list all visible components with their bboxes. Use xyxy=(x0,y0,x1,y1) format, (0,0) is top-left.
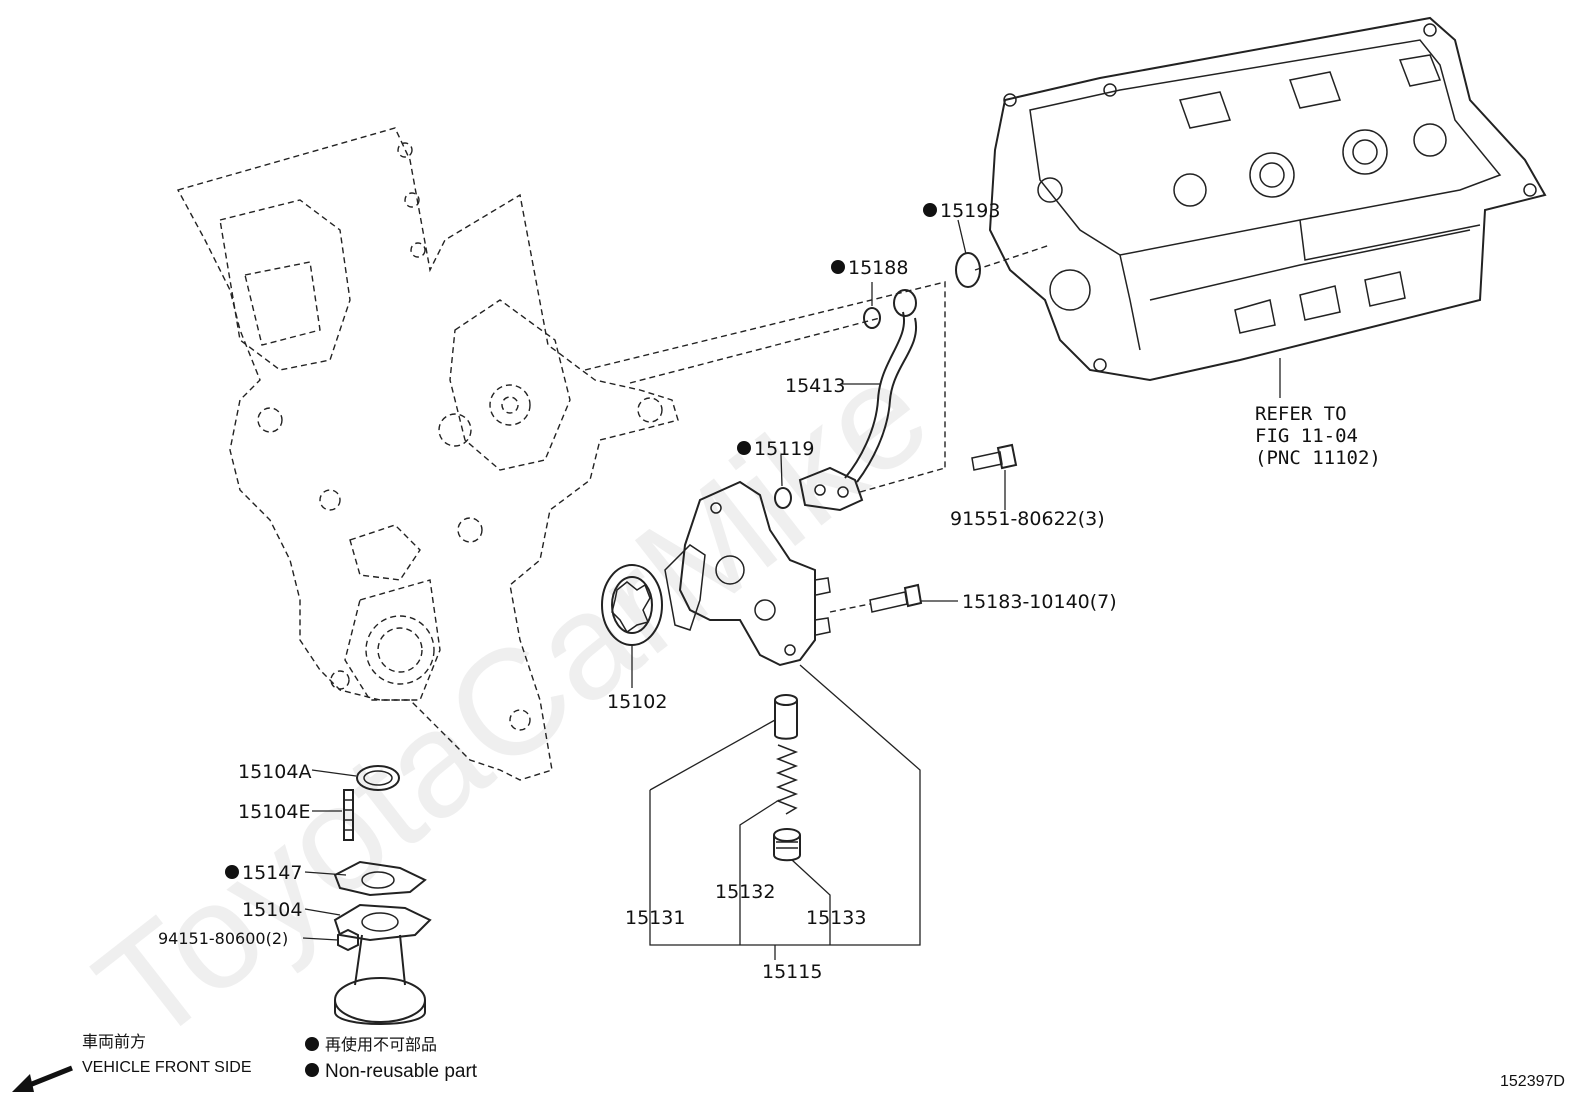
legend-nonreusable-jp: 再使用不可部品 xyxy=(325,1036,437,1054)
oring-15104A xyxy=(356,765,400,791)
gasket-15188 xyxy=(863,307,881,329)
strainer-15104 xyxy=(333,903,432,1025)
leader xyxy=(739,799,780,945)
leader xyxy=(304,871,347,876)
diagram-id: 152397D xyxy=(1500,1073,1565,1090)
legend-direction-jp: 車両前方 xyxy=(82,1033,146,1051)
label-15104A: 15104A xyxy=(238,761,311,783)
label-15188: 15188 xyxy=(848,257,908,279)
bolt-91551 xyxy=(971,443,1018,471)
label-15193: 15193 xyxy=(940,200,1000,222)
refer-line-1: REFER TO xyxy=(1255,403,1347,425)
leader xyxy=(311,769,357,777)
nonreusable-dot xyxy=(831,260,845,274)
label-15119: 15119 xyxy=(754,438,814,460)
projection-line xyxy=(859,467,946,493)
leader xyxy=(304,908,341,916)
stud-15104E xyxy=(343,789,354,841)
label-15102: 15102 xyxy=(607,691,667,713)
label-15183: 15183-10140(7) xyxy=(962,591,1117,613)
leader xyxy=(791,859,831,945)
label-15132: 15132 xyxy=(715,881,775,903)
front-direction-arrow xyxy=(12,1065,73,1092)
projection-line xyxy=(629,317,881,384)
nonreusable-dot xyxy=(923,203,937,217)
oil-pump-body xyxy=(664,480,831,667)
label-15131: 15131 xyxy=(625,907,685,929)
label-15413: 15413 xyxy=(785,375,845,397)
legend-dot xyxy=(305,1037,319,1051)
leader xyxy=(780,454,783,487)
label-15133: 15133 xyxy=(806,907,866,929)
relief-valve-spring-15132 xyxy=(775,744,799,815)
leader xyxy=(302,937,339,941)
projection-line xyxy=(974,244,1051,271)
leader-15115 xyxy=(649,664,921,946)
label-15104: 15104 xyxy=(242,899,302,921)
legend-direction-en: VEHICLE FRONT SIDE xyxy=(82,1059,252,1076)
leader xyxy=(649,719,776,791)
bolt-15183 xyxy=(869,583,923,613)
ring-15119 xyxy=(774,487,792,509)
leader xyxy=(957,219,967,255)
timing-chain-cover xyxy=(176,127,679,781)
refer-line-2: FIG 11-04 xyxy=(1255,425,1358,447)
oil-pipe xyxy=(798,289,918,512)
legend-nonreusable-en: Non-reusable part xyxy=(325,1061,478,1082)
gasket-15147 xyxy=(333,860,427,897)
label-91551: 91551-80622(3) xyxy=(950,508,1105,530)
legend-dot xyxy=(305,1063,319,1077)
projection-line xyxy=(829,603,871,613)
plug-15133 xyxy=(773,828,801,862)
label-94151: 94151-80600(2) xyxy=(158,929,288,948)
gasket-15193 xyxy=(955,252,981,288)
nut-94151 xyxy=(337,928,359,952)
watermark: ToyotaCarMike xyxy=(66,327,958,1075)
label-15104E: 15104E xyxy=(238,801,310,823)
cylinder-head xyxy=(988,16,1547,382)
refer-line-3: (PNC 11102) xyxy=(1255,447,1381,469)
relief-valve xyxy=(774,694,798,740)
label-15115: 15115 xyxy=(762,961,822,983)
oring-15104A-inner xyxy=(363,770,393,786)
nonreusable-dot xyxy=(225,865,239,879)
label-15147: 15147 xyxy=(242,862,302,884)
nonreusable-dot xyxy=(737,441,751,455)
projection-line xyxy=(584,281,946,468)
